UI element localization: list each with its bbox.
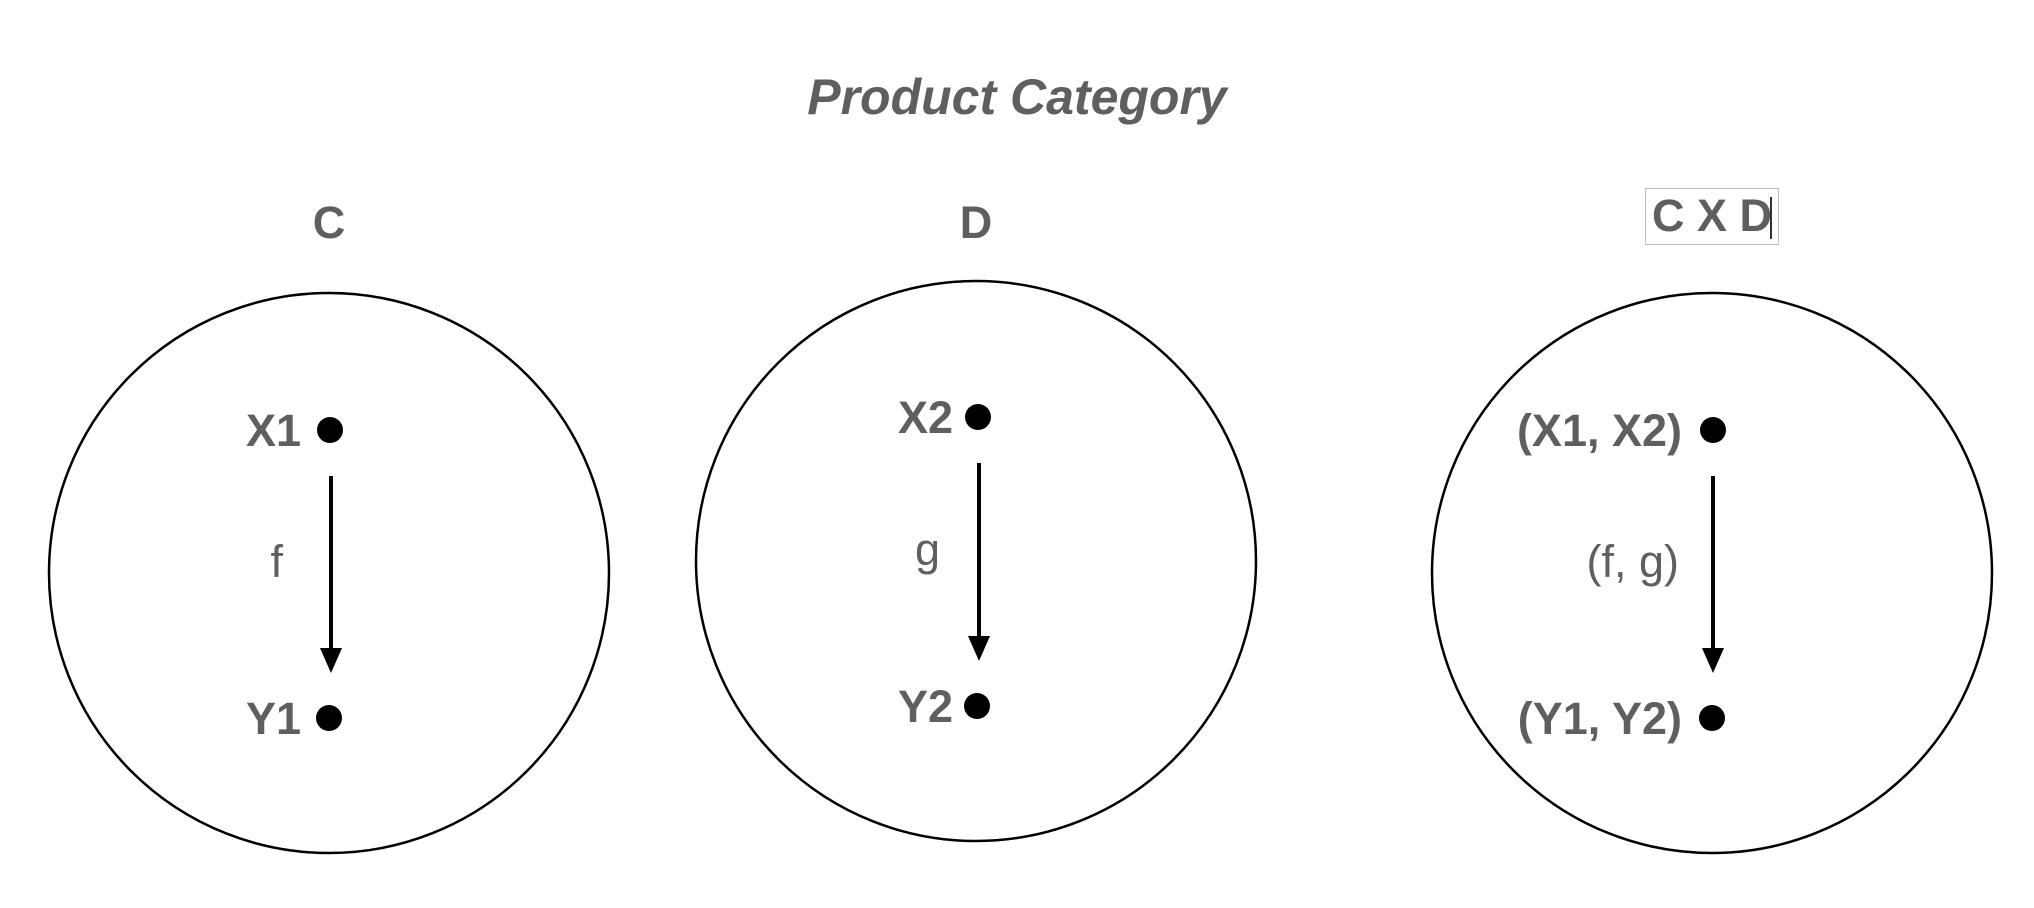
object-y1y2-label: (Y1, Y2)	[1517, 693, 1682, 744]
category-c-circle	[47, 291, 611, 855]
object-y2-dot[interactable]	[964, 693, 990, 719]
morphism-fg-arrowhead	[1702, 648, 1724, 673]
morphism-g-arrowhead	[968, 636, 990, 661]
object-y1-label: Y1	[245, 693, 301, 744]
morphism-f-label: f	[270, 536, 283, 587]
object-x2-label: X2	[897, 392, 953, 443]
object-x1x2-dot[interactable]	[1700, 417, 1726, 443]
category-cxd-label[interactable]: C X D	[1562, 188, 1862, 245]
object-x1x2-label: (X1, X2)	[1516, 405, 1682, 456]
object-x2-dot[interactable]	[965, 404, 991, 430]
morphism-fg-label: (f, g)	[1586, 536, 1679, 587]
category-d-circle	[694, 279, 1258, 843]
category-cxd-circle	[1430, 291, 1994, 855]
category-cxd-label-text[interactable]: C X D	[1644, 188, 1779, 245]
object-x1-label: X1	[245, 405, 301, 456]
morphism-f-arrowhead	[320, 648, 342, 673]
diagram-title: Product Category	[807, 69, 1227, 125]
category-d-label: D	[959, 197, 993, 248]
object-y2-label: Y2	[897, 681, 953, 732]
morphism-g-label: g	[914, 524, 940, 575]
object-y1-dot[interactable]	[316, 705, 342, 731]
category-c-label: C	[312, 197, 346, 248]
object-x1-dot[interactable]	[317, 417, 343, 443]
object-y1y2-dot[interactable]	[1699, 705, 1725, 731]
